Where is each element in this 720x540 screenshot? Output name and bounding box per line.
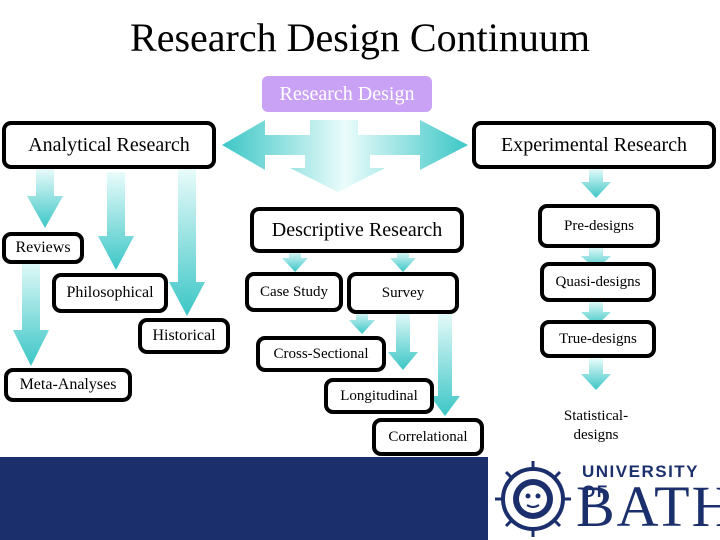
arrow-to-correlational [430,310,460,416]
arrow-to-true-designs [581,300,611,326]
arrow-to-cross-sectional [349,310,375,334]
reviews-node: Reviews [2,232,84,264]
arrow-to-meta-analyses [13,256,49,366]
correlational-node: Correlational [372,418,484,456]
arrow-to-case-study [282,250,308,272]
arrow-to-reviews [27,168,63,228]
arrow-to-statistical-designs [581,358,611,390]
cross-sectional-node: Cross-Sectional [256,336,386,372]
meta-analyses-node: Meta-Analyses [4,368,132,402]
arrow-to-quasi-designs [581,246,611,270]
case-study-node: Case Study [245,272,343,312]
philosophical-node: Philosophical [52,273,168,313]
logo-university-text: UNIVERSITY OF [582,462,699,501]
historical-node: Historical [138,318,230,354]
arrow-to-pre-designs [581,168,611,198]
descriptive-research-node: Descriptive Research [250,207,464,253]
quasi-designs-node: Quasi-designs [540,262,656,302]
analytical-research-node: Analytical Research [2,121,216,169]
research-design-node: Research Design [262,76,432,112]
longitudinal-node: Longitudinal [324,378,434,414]
statistical-designs-node: Statistical-designs [563,408,629,443]
experimental-research-node: Experimental Research [472,121,716,169]
logo-bath-text: BATH [576,474,720,539]
arrow-to-survey [390,250,416,272]
arrow-to-historical [169,168,205,316]
three-way-arrow [222,120,468,192]
arrow-to-longitudinal [388,310,418,370]
sun-emblem-icon [495,461,571,537]
slide-title: Research Design Continuum [130,15,590,60]
university-logo [488,457,720,540]
arrow-to-philosophical [98,172,134,270]
pre-designs-node: Pre-designs [538,204,660,248]
survey-node: Survey [347,272,459,314]
true-designs-node: True-designs [540,320,656,358]
